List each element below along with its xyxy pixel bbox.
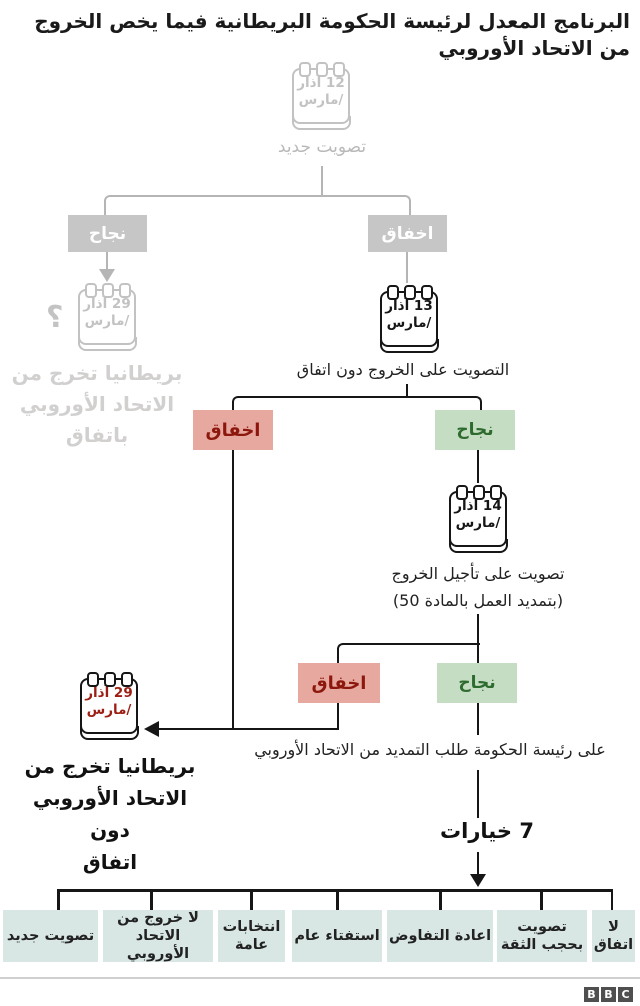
calendar-icon-12-march: 12 آذار /مارس bbox=[291, 62, 351, 130]
binder-ring-icon bbox=[85, 283, 97, 298]
stage3-caption-line2: (بتمديد العمل بالمادة 50) bbox=[392, 591, 564, 610]
binder-ring-icon bbox=[102, 283, 114, 298]
connector-line bbox=[336, 703, 339, 730]
stage1-caption: تصويت جديد bbox=[277, 137, 367, 157]
binder-ring-icon bbox=[104, 672, 116, 687]
bbc-logo: B B C bbox=[584, 987, 633, 1002]
arrow-left-icon bbox=[144, 721, 159, 737]
connector-rail bbox=[57, 889, 613, 892]
connector-line bbox=[476, 770, 479, 818]
calendar-icon-29-march-gray: 29 آذار /مارس bbox=[77, 283, 137, 351]
calendar-date: 12 آذار bbox=[297, 75, 345, 91]
bbc-logo-letter: C bbox=[618, 987, 633, 1002]
calendar-month: /مارس bbox=[298, 92, 344, 108]
binder-ring-icon bbox=[387, 285, 399, 300]
connector-tick bbox=[336, 889, 339, 910]
connector-line bbox=[476, 852, 479, 875]
calendar-month: /مارس bbox=[386, 315, 432, 331]
calendar-date: 13 آذار bbox=[385, 298, 433, 314]
outcome-tag-failure-3: اخفاق bbox=[298, 663, 380, 703]
connector-line bbox=[476, 614, 479, 643]
option-referendum: استفتاء عام bbox=[292, 910, 382, 962]
bbc-logo-letter: B bbox=[601, 987, 616, 1002]
gray-outcome-text: بريطانيا تخرج من الاتحاد الأوروبي باتفاق bbox=[11, 361, 183, 447]
connector-tick bbox=[150, 889, 153, 910]
binder-ring-icon bbox=[421, 285, 433, 300]
connector-line bbox=[406, 252, 408, 283]
page-title: البرنامج المعدل لرئيسة الحكومة البريطاني… bbox=[34, 9, 630, 60]
stage2-caption: التصويت على الخروج دون اتفاق bbox=[296, 360, 510, 379]
connector-tick bbox=[439, 889, 442, 910]
calendar-date: 29 آذار bbox=[83, 296, 131, 312]
option-new-vote: تصويت جديد bbox=[3, 910, 98, 962]
binder-ring-icon bbox=[119, 283, 131, 298]
calendar-icon-14-march: 14 آذار /مارس bbox=[448, 485, 508, 553]
no-deal-outcome-text: بريطانيا تخرج من الاتحاد الأوروبي دون ات… bbox=[24, 754, 196, 874]
outcome-tag-success-2: نجاح bbox=[435, 410, 515, 450]
connector-line bbox=[476, 643, 479, 663]
option-renegotiation: اعادة التفاوض bbox=[387, 910, 493, 962]
connector-line bbox=[321, 166, 323, 197]
stage3-caption-line1: تصويت على تأجيل الخروج bbox=[391, 564, 565, 583]
binder-ring-icon bbox=[121, 672, 133, 687]
binder-ring-icon bbox=[316, 62, 328, 77]
binder-ring-icon bbox=[490, 485, 502, 500]
connector-line bbox=[476, 450, 479, 483]
extension-caption: على رئيسة الحكومة طلب التمديد من الاتحاد… bbox=[254, 740, 606, 759]
options-title: 7 خيارات bbox=[440, 819, 534, 843]
calendar-month: /مارس bbox=[86, 702, 132, 718]
binder-ring-icon bbox=[404, 285, 416, 300]
connector-line bbox=[158, 727, 339, 730]
binder-ring-icon bbox=[473, 485, 485, 500]
arrow-down-icon bbox=[470, 874, 486, 887]
bbc-logo-letter: B bbox=[584, 987, 599, 1002]
option-no-deal: لا اتفاق bbox=[592, 910, 635, 962]
connector-line bbox=[106, 252, 108, 270]
outcome-tag-failure-2: اخفاق bbox=[193, 410, 273, 450]
calendar-month: /مارس bbox=[84, 313, 130, 329]
binder-ring-icon bbox=[87, 672, 99, 687]
arrow-down-icon bbox=[99, 269, 115, 282]
connector-tick bbox=[540, 889, 543, 910]
binder-ring-icon bbox=[299, 62, 311, 77]
connector-bracket bbox=[232, 396, 482, 412]
footer-divider bbox=[0, 977, 640, 979]
question-mark: ؟ bbox=[46, 300, 64, 335]
calendar-icon-13-march: 13 آذار /مارس bbox=[379, 285, 439, 353]
connector-tick bbox=[610, 889, 613, 910]
connector-bracket bbox=[337, 643, 480, 665]
calendar-icon-29-march: 29 آذار /مارس bbox=[79, 672, 139, 740]
connector-tick bbox=[57, 889, 60, 910]
binder-ring-icon bbox=[456, 485, 468, 500]
connector-line bbox=[476, 703, 479, 735]
calendar-date: 14 آذار bbox=[454, 498, 502, 514]
binder-ring-icon bbox=[333, 62, 345, 77]
connector-line bbox=[405, 384, 408, 396]
connector-line bbox=[231, 450, 234, 730]
option-no-brexit: لا خروج من الاتحاد الأوروبي bbox=[103, 910, 213, 962]
outcome-tag-success-3: نجاح bbox=[437, 663, 517, 703]
option-general-election: انتخابات عامة bbox=[218, 910, 285, 962]
outcome-tag-success-gray: نجاح bbox=[68, 215, 147, 252]
connector-bracket bbox=[104, 195, 411, 217]
calendar-month: /مارس bbox=[455, 515, 501, 531]
option-no-confidence-vote: تصويت بحجب الثقة bbox=[497, 910, 587, 962]
outcome-tag-failure-gray: اخفاق bbox=[368, 215, 447, 252]
calendar-date: 29 آذار bbox=[85, 685, 133, 701]
connector-tick bbox=[250, 889, 253, 910]
